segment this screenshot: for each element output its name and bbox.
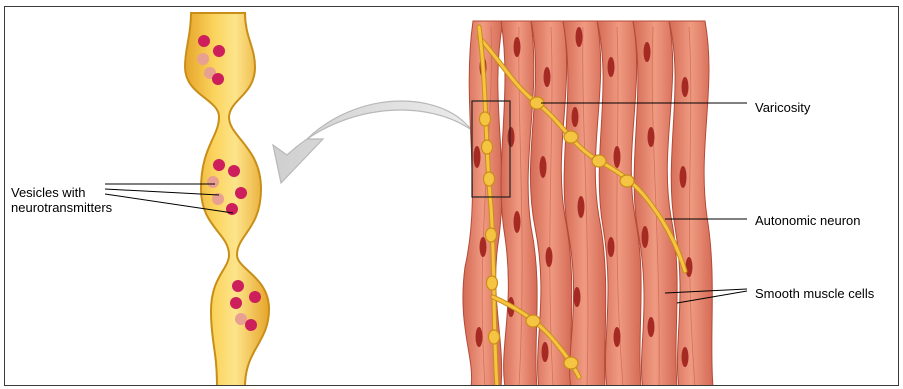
varicosity-label: Varicosity	[755, 100, 810, 115]
enlarged-axon	[185, 13, 269, 386]
vesicles-label: Vesicles with neurotransmitters	[11, 185, 112, 215]
vesicles-label-line2: neurotransmitters	[11, 200, 112, 215]
diagram-svg	[5, 7, 899, 386]
smooth-muscle-tissue	[463, 21, 713, 386]
diagram-frame: Vesicles with neurotransmitters Varicosi…	[4, 6, 899, 386]
smooth-muscle-cells-label: Smooth muscle cells	[755, 286, 874, 301]
vesicles-label-line1: Vesicles with	[11, 185, 112, 200]
autonomic-neuron-label: Autonomic neuron	[755, 213, 861, 228]
magnification-arrow	[273, 101, 473, 183]
